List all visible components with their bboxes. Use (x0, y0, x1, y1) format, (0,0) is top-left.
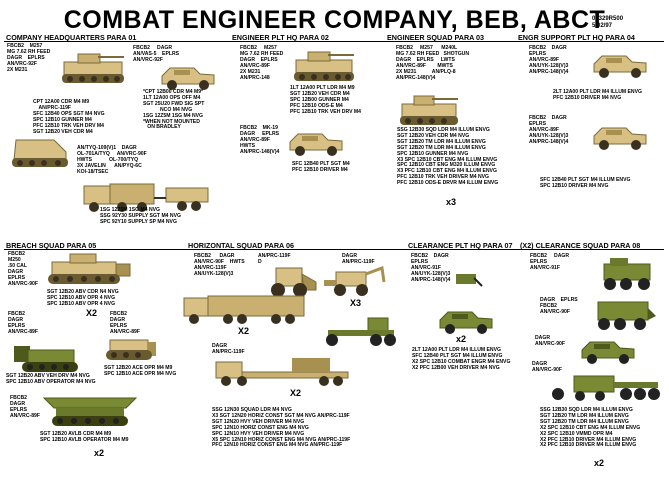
horiz-equipment-c: DAGR AN/PRC-119F (342, 253, 375, 265)
hq-equipment: FBCB2 M257 MG 7.62 RH FEED DAGR EPLRS AN… (7, 43, 51, 73)
scoop-loader-icon (271, 267, 317, 297)
mine-detector-icon (456, 274, 483, 287)
breach-crew-d: SGT 12B20 AVLB CDR M4 M9 SPC 12B10 AVLB … (40, 431, 129, 443)
ace-dozer-icon (106, 339, 156, 360)
breach-equipment-d: FBCB2 DAGR EPLRS AN/VRC-89F (10, 395, 41, 419)
eng-mk19-equipment: FBCB2 MK-19 DAGR EPLRS AN/VRC-89F HWTS A… (240, 125, 280, 155)
breach-crew-a: SGT 12B20 ABV CDR N4 NVG SPC 12B10 ABV O… (47, 289, 119, 307)
clear-squad-humvee-icon (581, 341, 635, 364)
clear-plt-equipment: FBCB2 DAGR EPLRS AN/VRC-91F AN/UYK-128(V… (411, 253, 451, 283)
eng-plt-equipment: FBCB2 M257 MG 7.62 RH FEED DAGR EPLRS AN… (240, 45, 284, 81)
dump-truck-icon (183, 295, 305, 324)
hq-radio-equipment: AN/TYQ-109(V)1 DAGR OL-701A/TYQ AN/VRC-9… (77, 145, 147, 175)
breach-equipment-b: FBCB2 DAGR EPLRS AN/VRC-89F (8, 311, 39, 335)
m113-vehicle-icon (12, 139, 68, 167)
clear-squad-equipment-b: DAGR EPLRS FBCB2 AN/VRC-90F (540, 297, 578, 315)
breach-crew-c: SGT 12B20 ACE OPR M4 M9 SPC 12B10 ACE OP… (104, 365, 177, 377)
horiz-equipment-b: AN/PRC-119F D (258, 253, 291, 265)
eng-bradley-icon (294, 51, 354, 81)
horiz-equipment-a: FBCB2 DAGR AN/VRC-90F HWTS AN/VRC-119F A… (194, 253, 245, 277)
breach-equipment-a: FBCB2 M250 .50 CAL DAGR EPLRS AN/VRC-90F (8, 251, 39, 287)
breacher-tank-icon (48, 253, 131, 284)
squad-crew: SSG 12B30 SQD LDR M4 ILLUM ENVG SGT 12B2… (397, 127, 499, 187)
engr-humvee-icon-b (593, 127, 647, 150)
hq-dagr-equipment: FBCB2 DAGR AN/VAS-5 EPLRS AN/VRC-92F (133, 45, 180, 63)
engr-humvee-icon-a (593, 55, 647, 78)
section-breach-squad: BREACH SQUAD PARA 05 (6, 241, 97, 250)
lowboy-tractor-icon (215, 358, 349, 386)
supply-truck-trailer-icon (83, 183, 209, 212)
section-horizontal-squad: HORIZONTAL SQUAD PARA 06 (188, 241, 294, 250)
eng-humvee-icon (289, 133, 343, 156)
breach-equipment-c: FBCB2 DAGR EPLRS AN/VRC-89F (110, 311, 141, 335)
eng-mk19-crew: SFC 12B40 PLT SGT M4 PFC 12B10 DRIVER M4 (292, 161, 350, 173)
section-company-hq: COMPANY HEADQUARTERS PARA 01 (6, 33, 137, 42)
horiz-multiplier-lowboy: X2 (290, 388, 302, 398)
engr-support-crew-a: 2LT 12A00 PLT LDR M4 ILLUM ENVG PFC 12B1… (553, 89, 642, 101)
horiz-crew: SSG 12N30 SQUAD LDR M4 NVG X3 SGT 12N20 … (212, 407, 351, 449)
hq-crew-commander: CPT 12A00 CDR M4 M9 AN/PRC-119F SFC 12B4… (33, 99, 105, 135)
engr-support-crew-b: SFC 12B40 PLT SGT M4 ILLUM ENVG SPC 12B1… (540, 177, 631, 189)
engr-support-equipment-a: FBCB2 DAGR EPLRS AN/VRC-89F AN/UYK-128(V… (529, 45, 569, 75)
document-date: 5/02/97 (592, 23, 613, 29)
squad-bradley-icon (400, 95, 458, 125)
clear-squad-equipment-d: DAGR AN/VRC-90F (532, 361, 563, 373)
mine-roller-icon (552, 375, 660, 401)
breach-multiplier-d: x2 (94, 448, 105, 458)
squad-multiplier: x3 (446, 197, 457, 207)
divider-top (4, 41, 664, 42)
engr-support-equipment-b: FBCB2 DAGR EPLRS AN/VRC-89F AN/UYK-128(V… (529, 115, 569, 145)
breach-multiplier-a: X2 (86, 308, 98, 318)
husky-vehicle-icon (603, 258, 651, 290)
clear-multiplier: x2 (456, 334, 467, 344)
bradley-vehicle-icon (62, 53, 124, 83)
backhoe-icon (324, 265, 386, 296)
clear-squad-equipment-c: DAGR AN/VRC-90F (535, 335, 566, 347)
hq-supply-crew: 1SG 12Z5M 1SG M4 NVG SSG 92Y30 SUPPLY SG… (100, 207, 181, 225)
page-title: COMBAT ENGINEER COMPANY, BEB, ABCT (63, 6, 606, 34)
section-clearance-squad: (X2) CLEARANCE SQUAD PARA 08 (520, 241, 641, 250)
clear-squad-multiplier: x2 (594, 458, 605, 468)
clear-squad-crew: SSG 12B30 SQD LDR M4 ILLUM ENVG SGT 12B2… (540, 407, 641, 449)
section-engr-support: ENGR SUPPORT PLT HQ PARA 04 (518, 33, 635, 42)
clear-humvee-icon (439, 311, 493, 334)
document-code: 05329R500 (592, 16, 624, 22)
avlb-bridge-icon (42, 397, 138, 426)
assault-breacher-icon (14, 346, 78, 372)
horiz-multiplier-x2: X2 (238, 326, 250, 336)
humvee-icon (161, 67, 215, 90)
motor-grader-icon (326, 317, 396, 346)
squad-equipment: FBCB2 M257 M240L MG 7.62 RH FEED SHOTGUN… (396, 45, 470, 81)
clear-plt-crew: 2LT 12A00 PLT LDR M4 ILLUM ENVG SFC 12B4… (412, 347, 511, 371)
breach-crew-b: SGT 12B20 ABV VEH DRV M4 NVG SPC 12B10 A… (6, 373, 96, 385)
section-engineer-plt-hq: ENGINEER PLT HQ PARA 02 (232, 33, 329, 42)
horiz-equipment-d: DAGR AN/PRC-119F (212, 343, 245, 355)
horiz-multiplier-x3: X3 (350, 298, 362, 308)
eng-plt-crew: 1LT 12A00 PLT LDR M4 M9 SGT 12B20 VEH CD… (290, 85, 361, 115)
section-clearance-plt-hq: CLEARANCE PLT HQ PARA 07 (408, 241, 513, 250)
section-engineer-squad: ENGINEER SQUAD PARA 03 (387, 33, 485, 42)
hq-crew-ops: *CPT 12B00 CDR M4 M9* 1LT 12A00 OPS OFF … (143, 89, 205, 131)
clear-squad-equipment-a: FBCB2 DAGR EPLRS AN/VRC-91F (530, 253, 570, 271)
divider-bottom (4, 249, 664, 250)
buffalo-vehicle-icon (597, 301, 656, 330)
